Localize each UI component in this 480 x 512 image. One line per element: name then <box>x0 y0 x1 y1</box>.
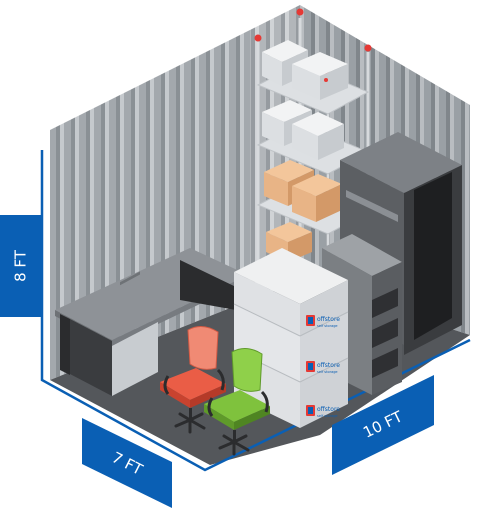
shelf-cap <box>296 8 304 16</box>
height-label: 8 FT <box>12 249 30 282</box>
box-brand-tagline: self storage <box>317 370 338 374</box>
branded-box-stack: offstore self storage offstore self stor… <box>233 248 349 428</box>
depth-dimension-badge: 7 FT <box>82 418 172 508</box>
desk-leg <box>60 314 70 375</box>
desk-panel <box>180 260 236 310</box>
box-brand-name: offstore <box>317 406 340 413</box>
white-box <box>292 112 344 160</box>
offstore-logo: offstore self storage <box>306 405 340 418</box>
width-dimension-badge: 10 FT <box>332 375 434 475</box>
red-office-chair <box>160 326 226 434</box>
offstore-logo: offstore self storage <box>306 361 340 374</box>
drawer-handle <box>372 348 398 378</box>
box-brand-name: offstore <box>317 316 340 323</box>
box-brand-name: offstore <box>317 362 340 369</box>
desk <box>55 248 248 396</box>
drawer-handle <box>372 288 398 318</box>
white-box <box>292 52 348 100</box>
box-brand-tagline: self storage <box>317 414 338 418</box>
shelf-boxes <box>262 40 348 262</box>
drawer-handle <box>372 318 398 348</box>
height-dimension-badge: 8 FT <box>0 215 42 317</box>
offstore-logo: offstore self storage <box>306 315 340 328</box>
green-office-chair <box>204 348 270 456</box>
shelf-cap <box>364 44 372 52</box>
desk-drawer-unit <box>112 322 158 396</box>
box-brand-tagline: self storage <box>317 324 338 328</box>
cardboard-box <box>292 174 342 222</box>
shelf-cap <box>254 34 262 42</box>
